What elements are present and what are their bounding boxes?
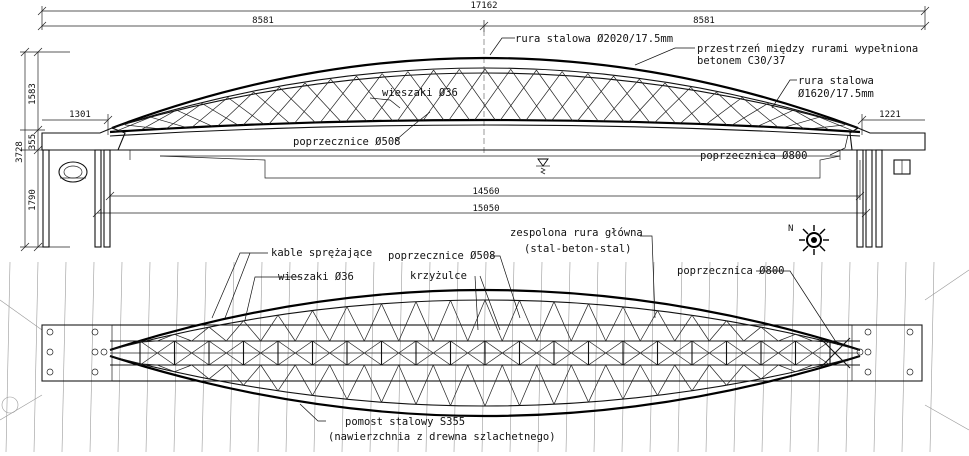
- label-cross-beams-plan: poprzecznice Ø508: [388, 250, 495, 262]
- label-composite-1: zespolona rura główna: [510, 227, 643, 239]
- label-deck-1: pomost stalowy S355: [345, 416, 465, 428]
- dim-left-end: 1301: [69, 110, 91, 120]
- north-letter: N: [788, 224, 793, 234]
- label-hangers-elev: wieszaki Ø36: [382, 87, 458, 99]
- label-composite-2: (stal-beton-stal): [524, 243, 631, 255]
- north-arrow: N: [788, 224, 829, 255]
- label-end-cross-beam-elev: poprzecznica Ø800: [700, 150, 807, 162]
- label-infill-1: przestrzeń między rurami wypełniona: [697, 43, 918, 55]
- label-main-tube: rura stalowa Ø2020/17.5mm: [515, 33, 673, 45]
- label-inner-tube-2: Ø1620/17.5mm: [798, 88, 874, 100]
- dim-right-end: 1221: [879, 110, 901, 120]
- arch-hangers-truss: [114, 68, 856, 133]
- label-bracing: krzyżulce: [410, 270, 467, 282]
- plan-bracing: [139, 299, 851, 407]
- dim-abutment-span: 15050: [472, 204, 499, 214]
- label-inner-tube-1: rura stalowa: [798, 75, 874, 87]
- dim-arch-rise: 1583: [28, 83, 38, 105]
- dim-half-right: 8581: [693, 16, 715, 26]
- label-end-cross-beam-plan: poprzecznica Ø800: [677, 265, 784, 277]
- label-deck-2: (nawierzchnia z drewna szlachetnego): [328, 431, 556, 443]
- label-infill-2: betonem C30/37: [697, 55, 786, 67]
- dim-half-left: 8581: [252, 16, 274, 26]
- label-tendons: kable sprężające: [271, 247, 372, 259]
- label-cross-beams-elev: poprzecznice Ø508: [293, 136, 400, 148]
- plan-view: [41, 288, 923, 418]
- dim-total-span: 17162: [470, 1, 497, 11]
- elevation-leaders: [369, 37, 849, 156]
- elevation-labels: rura stalowa Ø2020/17.5mm przestrzeń mię…: [293, 33, 918, 162]
- plan-leaders: [211, 235, 839, 422]
- dimension-lines: [20, 6, 930, 252]
- label-hangers-plan: wieszaki Ø36: [278, 271, 354, 283]
- dim-pier-height: 1790: [28, 189, 38, 211]
- dim-total-height: 3728: [15, 141, 25, 163]
- dim-deck-depth: 355: [28, 134, 38, 150]
- dimension-texts: 17162 8581 8581 1301 1221 14560 15050 15…: [15, 1, 901, 214]
- plan-labels: kable sprężające wieszaki Ø36 poprzeczni…: [271, 227, 784, 443]
- elevation-view: [41, 30, 926, 248]
- dim-deck-inner: 14560: [472, 187, 499, 197]
- anchor-holes: [46, 328, 914, 376]
